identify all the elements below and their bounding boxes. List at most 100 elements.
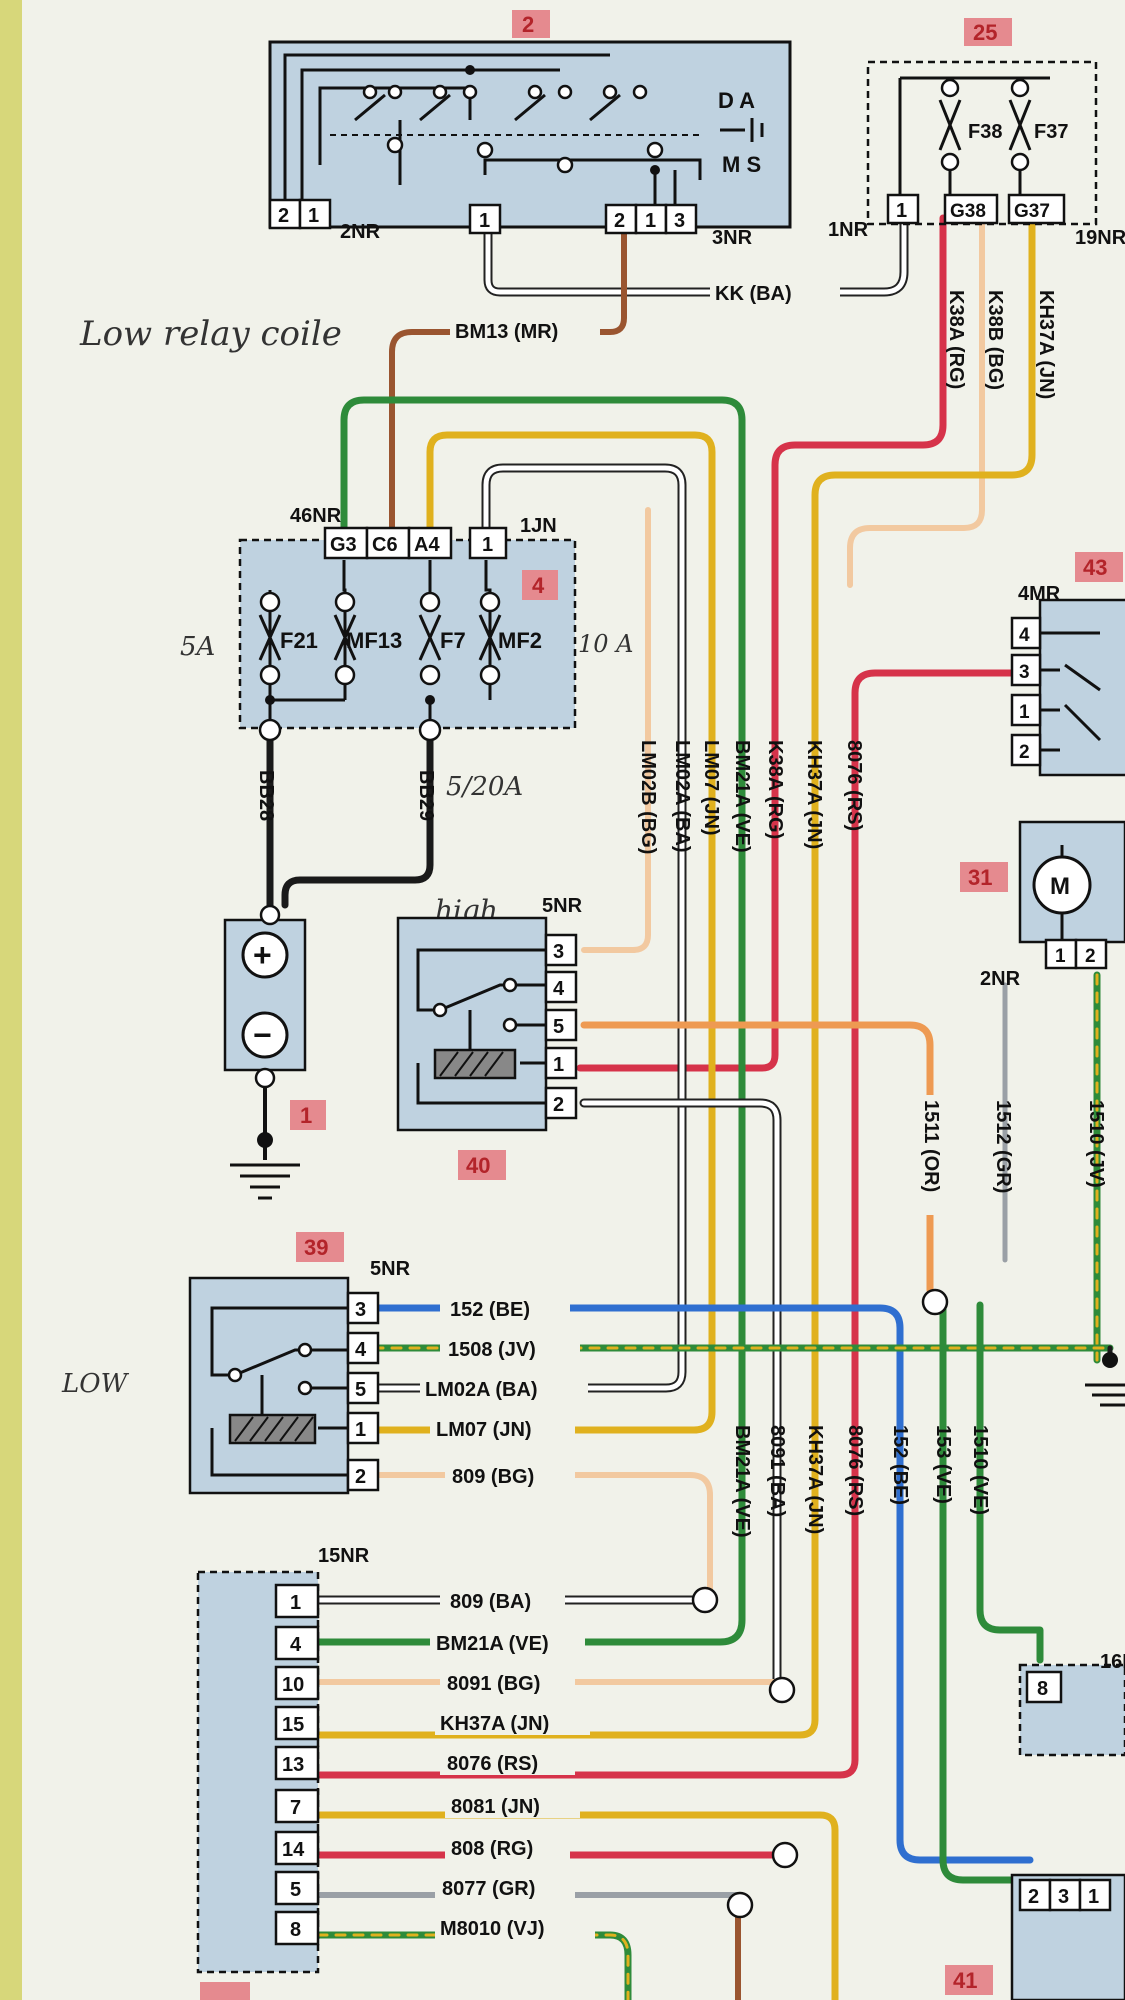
component-tag-40: 40 bbox=[466, 1153, 490, 1178]
wire-kh37a bbox=[314, 214, 1036, 1739]
pin-g3: G3 bbox=[330, 534, 357, 556]
pin-15nr-7: 7 bbox=[290, 1797, 301, 1819]
note-10a: 10 A bbox=[578, 630, 634, 658]
fuse-f7-label: F7 bbox=[440, 628, 466, 653]
wire-label-152-h: 152 (BE) bbox=[450, 1299, 530, 1321]
battery-plus: + bbox=[253, 937, 272, 973]
pin-41-1: 1 bbox=[1088, 1886, 1099, 1908]
ignition-ms-label: M S bbox=[722, 152, 761, 177]
connector-15nr-wire-labels: 809 (BA) BM21A (VE) 8091 (BG) KH37A (JN)… bbox=[430, 1588, 595, 1940]
wire-k38b bbox=[847, 215, 985, 588]
wire-lm02a bbox=[351, 463, 687, 1393]
wire-bm21a bbox=[314, 396, 746, 1646]
wire-152 bbox=[352, 1304, 1034, 1864]
wire-label-8081: 8081 (JN) bbox=[451, 1796, 540, 1818]
pin-15nr-14: 14 bbox=[282, 1839, 305, 1861]
pin-16nr-8: 8 bbox=[1037, 1678, 1048, 1700]
wire-label-1510: 1510 (JV) bbox=[1085, 1100, 1107, 1188]
wire-label-809ba: 809 (BA) bbox=[450, 1591, 531, 1613]
wires-layer bbox=[266, 214, 1114, 2000]
wire-label-m8010: M8010 (VJ) bbox=[440, 1918, 545, 1940]
wire-label-8091-lower: 8091 (BA) bbox=[766, 1425, 788, 1517]
wire-label-8076-lower: 8076 (RS) bbox=[844, 1425, 866, 1516]
wire-809bg bbox=[353, 1472, 713, 1598]
wire-label-1510-lower: 1510 (VE) bbox=[969, 1425, 991, 1515]
connector-2nr-top: 2NR bbox=[340, 221, 381, 243]
note-5-20a: 5/20A bbox=[446, 772, 523, 802]
wire-8081 bbox=[314, 1811, 839, 2000]
wire-label-k38a-v: K38A (RG) bbox=[764, 740, 786, 839]
connector-19nr: 19NR bbox=[1075, 227, 1125, 249]
fuse-f38-label: F38 bbox=[968, 121, 1002, 143]
wire-label-kh37a-15nr: KH37A (JN) bbox=[440, 1713, 549, 1735]
wire-8091 bbox=[579, 1098, 782, 1687]
wire-label-809bg: 809 (BG) bbox=[452, 1466, 534, 1488]
pin-15nr-4: 4 bbox=[290, 1634, 302, 1656]
pin-relay40-1: 1 bbox=[553, 1054, 564, 1076]
pin-3nr-3: 3 bbox=[674, 210, 685, 232]
pin-4mr-3: 3 bbox=[1019, 662, 1030, 683]
fuse-box-25: F38 F37 1 G38 G37 1NR 19NR 25 bbox=[828, 18, 1125, 249]
fuse-f21-label: F21 bbox=[280, 628, 318, 653]
pin-relay39-3: 3 bbox=[355, 1299, 366, 1321]
connector-16nr: 16NR bbox=[1100, 1651, 1125, 1673]
note-low: LOW bbox=[61, 1369, 130, 1399]
wire-label-k38a-top: K38A (RG) bbox=[945, 290, 967, 389]
component-41: 2 3 1 41 bbox=[945, 1873, 1125, 2000]
connector-3nr: 3NR bbox=[712, 227, 753, 249]
pin-2nr-1: 1 bbox=[308, 205, 319, 227]
relay39-wire-labels: 152 (BE) 1508 (JV) LM02A (BA) LM07 (JN) … bbox=[420, 1295, 588, 1488]
component-tag-1: 1 bbox=[300, 1103, 312, 1128]
motor-m-label: M bbox=[1050, 873, 1070, 900]
component-tag-41: 41 bbox=[953, 1968, 977, 1993]
wire-kk bbox=[483, 217, 909, 297]
wire-bb29 bbox=[281, 736, 434, 909]
pin-relay39-4: 4 bbox=[355, 1339, 367, 1361]
pin-15nr-5: 5 bbox=[290, 1879, 301, 1901]
pin-relay39-2: 2 bbox=[355, 1466, 366, 1488]
wire-label-153-lower: 153 (VE) bbox=[932, 1425, 954, 1504]
note-5a: 5A bbox=[180, 632, 215, 662]
wire-label-bm13: BM13 (MR) bbox=[455, 321, 558, 343]
note-low-relay-coil: Low relay coile bbox=[79, 314, 342, 354]
wire-label-kh37a-v: KH37A (JN) bbox=[803, 740, 825, 849]
connector-1nr: 1NR bbox=[828, 219, 869, 241]
pin-g38: G38 bbox=[950, 201, 986, 222]
wire-label-bm21a-15nr: BM21A (VE) bbox=[436, 1633, 549, 1655]
vertical-wire-labels: LM02B (BG) LM02A (BA) LM07 (JN) BM21A (V… bbox=[637, 740, 865, 854]
wire-label-8077: 8077 (GR) bbox=[442, 1878, 535, 1900]
lower-vertical-labels: BM21A (VE) 8091 (BA) KH37A (JN) 8076 (RS… bbox=[731, 1425, 991, 1538]
pin-15nr-15: 15 bbox=[282, 1714, 304, 1736]
wire-lm02b bbox=[581, 507, 651, 953]
connector-4mr: 4MR bbox=[1018, 583, 1061, 605]
connector-46nr: 46NR bbox=[290, 505, 342, 527]
battery-minus: − bbox=[253, 1017, 272, 1053]
wire-label-bb29: BB29 bbox=[415, 770, 437, 821]
wire-label-1511: 1511 (OR) bbox=[920, 1100, 942, 1192]
pin-4mr-1: 1 bbox=[1019, 702, 1030, 723]
battery-1: + − 1 bbox=[223, 904, 326, 1200]
fan-motor-31: M 1 2 2NR 31 bbox=[960, 820, 1125, 990]
pin-41-2: 2 bbox=[1028, 1886, 1039, 1908]
pin-2nr-2: 2 bbox=[278, 205, 289, 227]
pin-15nr-13: 13 bbox=[282, 1754, 304, 1776]
wire-label-152-lower: 152 (BE) bbox=[889, 1425, 911, 1505]
pin-motor-2: 2 bbox=[1085, 946, 1096, 967]
wire-label-bm21a-v: BM21A (VE) bbox=[731, 740, 753, 853]
wire-lm07 bbox=[352, 431, 716, 1434]
component-tag-25: 25 bbox=[973, 20, 997, 45]
pin-c6: C6 bbox=[372, 534, 398, 556]
wire-label-kh37a-lower: KH37A (JN) bbox=[804, 1425, 826, 1534]
wire-label-8076-15nr: 8076 (RS) bbox=[447, 1753, 538, 1775]
wire-label-k38b-top: K38B (BG) bbox=[984, 290, 1006, 390]
wire-8076 bbox=[314, 669, 1016, 1779]
wire-end-terminals bbox=[691, 1586, 799, 1919]
component-tag-43: 43 bbox=[1083, 555, 1107, 580]
pin-relay40-3: 3 bbox=[553, 941, 564, 963]
connector-2nr-motor: 2NR bbox=[980, 968, 1021, 990]
relay-39: 3 4 5 1 2 5NR 39 bbox=[188, 1232, 411, 1495]
fuse-box-4: G3 C6 A4 1 F21 MF13 F7 MF2 46NR 1JN 4 bbox=[238, 505, 577, 742]
component-tag-2: 2 bbox=[522, 12, 534, 37]
component-tag-31: 31 bbox=[968, 865, 992, 890]
wire-label-1512: 1512 (GR) bbox=[992, 1100, 1014, 1193]
